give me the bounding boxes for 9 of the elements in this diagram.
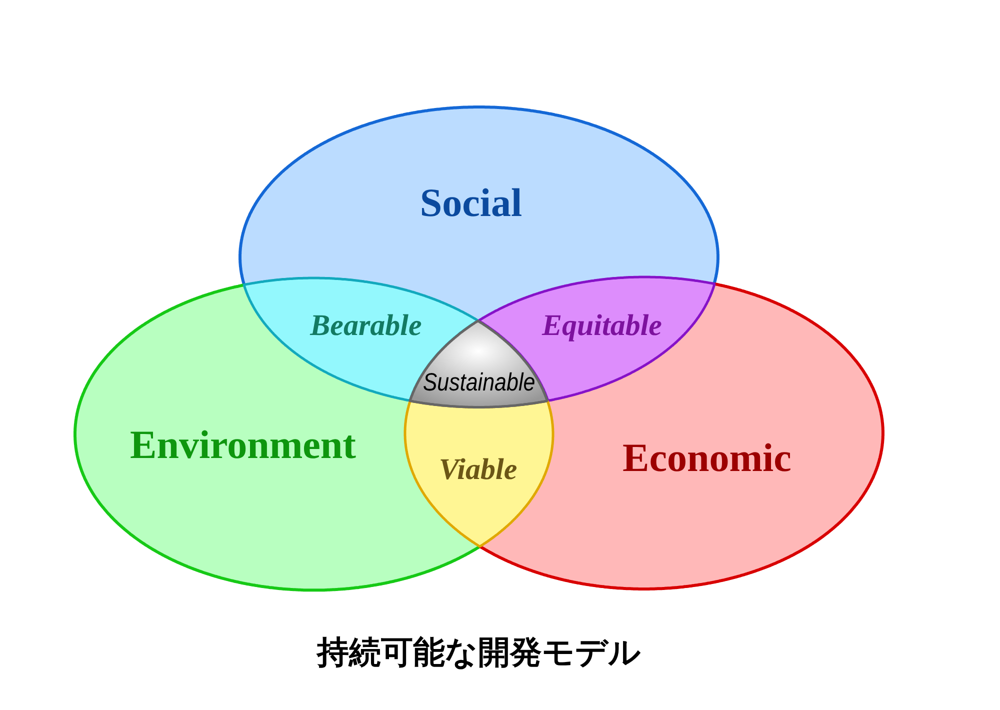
overlap-label: Bearable: [310, 311, 422, 341]
caption: 持続可能な開発モデル: [317, 632, 641, 672]
set-label: Economic: [622, 438, 792, 478]
center-label: Sustainable: [422, 370, 536, 396]
set-label: Environment: [130, 424, 356, 465]
overlap-label: Viable: [438, 454, 518, 485]
overlap-region: [403, 398, 555, 548]
overlap-label: Equitable: [542, 311, 662, 341]
set-label: Social: [420, 183, 522, 223]
